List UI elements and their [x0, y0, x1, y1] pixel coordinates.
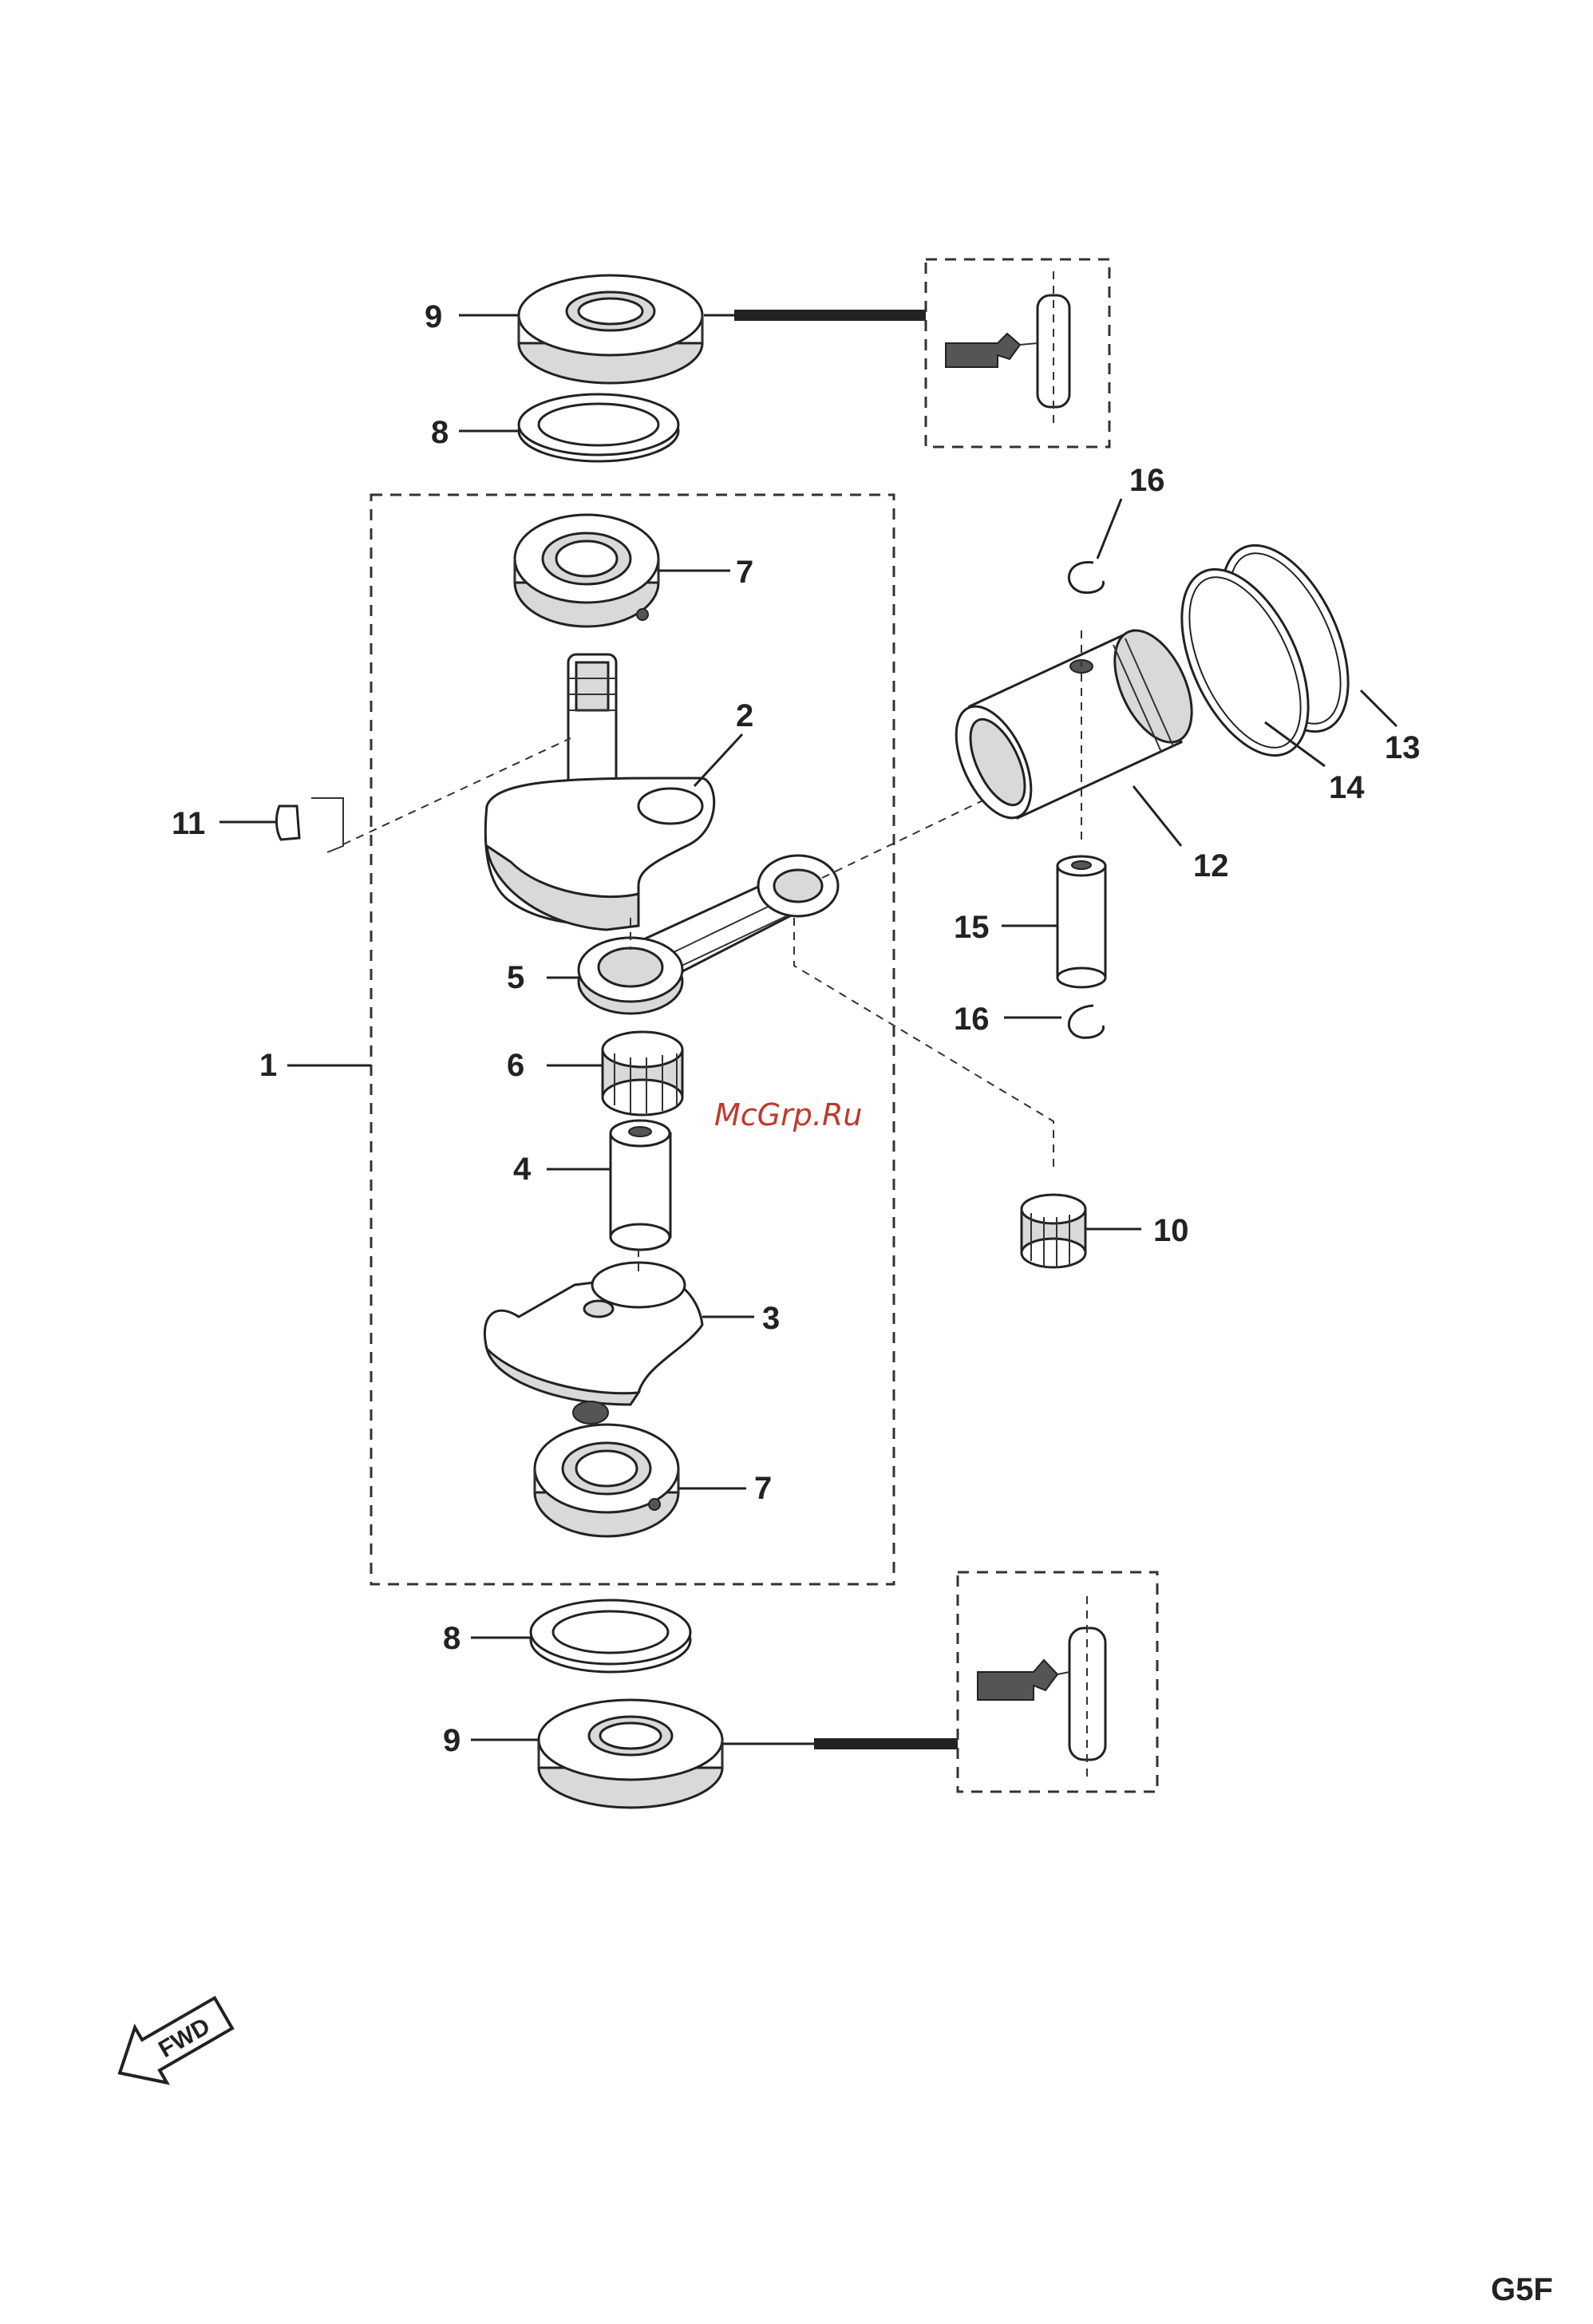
page-code: G5F [1491, 2272, 1553, 2307]
needle-bearing-crankpin [603, 1032, 682, 1115]
piston-pin [1057, 856, 1105, 987]
callout-7-top: 7 [736, 555, 753, 590]
callout-8-top: 8 [431, 415, 449, 450]
crank-pin [611, 1120, 670, 1250]
ball-bearing-top [515, 515, 658, 626]
callout-4: 4 [513, 1152, 532, 1187]
seal-ring-bottom [531, 1600, 690, 1672]
crankshaft-upper [485, 654, 713, 930]
circlip-bottom [1069, 1006, 1103, 1038]
ball-bearing-bottom [535, 1425, 678, 1536]
crankshaft-lower [484, 1249, 702, 1424]
needle-bearing-small-end [794, 918, 1085, 1267]
callout-9-bottom: 9 [443, 1723, 461, 1758]
callout-1: 1 [259, 1048, 277, 1083]
callout-13: 13 [1385, 730, 1421, 765]
watermark: McGrp.Ru [714, 1097, 862, 1132]
callout-11: 11 [172, 806, 205, 841]
callout-14: 14 [1329, 770, 1365, 805]
callout-16-top: 16 [1129, 463, 1165, 498]
seal-detail-bottom [978, 1596, 1105, 1780]
seal-detail-top [946, 271, 1069, 423]
callout-3: 3 [762, 1301, 780, 1336]
callout-7-bottom: 7 [754, 1471, 772, 1506]
seal-detail-link-top-thick [734, 310, 926, 321]
leader-lines [219, 315, 1397, 1740]
callout-15: 15 [954, 910, 990, 945]
callout-10: 10 [1153, 1213, 1189, 1248]
oil-seal-top [519, 275, 702, 383]
callout-6: 6 [507, 1048, 524, 1083]
callout-16-bottom: 16 [954, 1002, 990, 1037]
piston [941, 619, 1208, 846]
callout-2: 2 [736, 698, 753, 733]
seal-detail-link-bottom-thick [814, 1738, 958, 1749]
callout-12: 12 [1193, 848, 1229, 883]
callout-8-bottom: 8 [443, 1621, 461, 1656]
callout-9-top: 9 [425, 299, 442, 334]
callout-5: 5 [507, 960, 524, 995]
fwd-arrow-icon: FWD [104, 1986, 239, 2101]
circlip-top [1069, 563, 1103, 593]
oil-seal-bottom [539, 1700, 722, 1808]
seal-ring-top [519, 394, 678, 461]
